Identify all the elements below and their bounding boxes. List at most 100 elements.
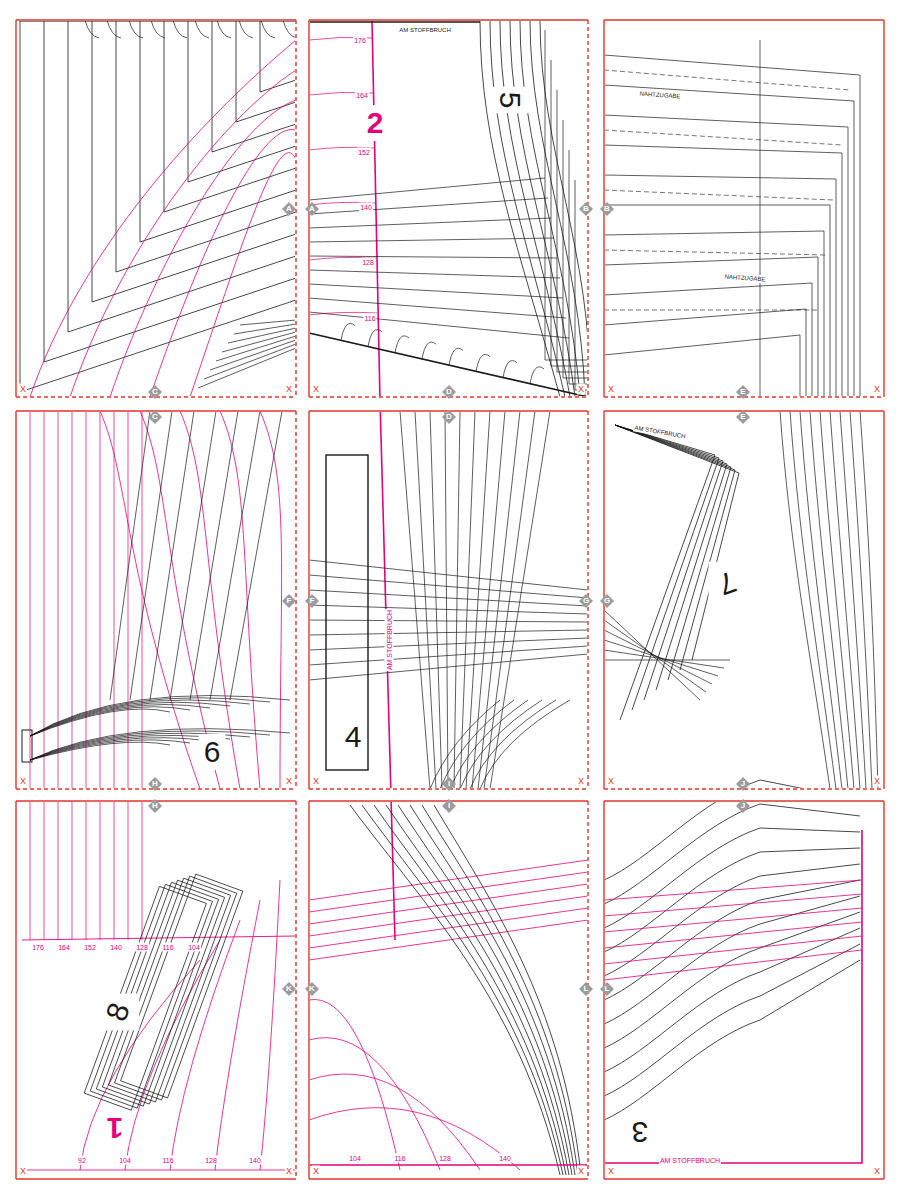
pattern-line (604, 894, 862, 916)
page-border (604, 19, 884, 20)
pattern-piece (121, 874, 243, 1098)
pattern-line (309, 575, 588, 598)
pattern-line (309, 238, 554, 242)
pattern-line (604, 175, 836, 397)
match-diamond (148, 777, 162, 791)
pattern-line (309, 333, 588, 397)
pattern-line (430, 411, 442, 789)
page-border (883, 20, 884, 397)
size-number: 104 (118, 1156, 132, 1165)
pattern-line (85, 20, 99, 38)
size-number: 116 (393, 1154, 406, 1163)
pattern-line (22, 1170, 296, 1171)
pattern-line (480, 700, 570, 789)
pattern-line (260, 880, 280, 1170)
pattern-line (510, 20, 575, 397)
pattern-line (212, 20, 296, 152)
pattern-line (228, 328, 296, 343)
page-border (295, 801, 296, 1179)
match-letter: I (447, 801, 451, 811)
size-number: 164 (355, 91, 369, 100)
pattern-line (309, 630, 588, 635)
pattern-line (530, 367, 544, 384)
match-diamond (282, 982, 296, 996)
pattern-note: NAHTZUGABE (638, 90, 681, 101)
pattern-line (604, 660, 730, 661)
pattern-line (30, 411, 31, 789)
pattern-line (341, 323, 355, 340)
pattern-line (188, 20, 296, 182)
pattern-line (368, 330, 382, 347)
pattern-line (484, 411, 535, 789)
size-number: 176 (31, 943, 45, 952)
pattern-line (604, 335, 800, 397)
pattern-line (374, 805, 566, 1175)
match-letter: E (739, 387, 746, 397)
pattern-line (362, 805, 563, 1175)
pattern-line (604, 640, 718, 676)
pattern-line (615, 425, 735, 670)
pattern-line (604, 231, 824, 397)
pattern-piece (326, 455, 368, 770)
pattern-line (309, 646, 588, 665)
pattern-note: AM STOFFBRUCH (659, 1156, 721, 1165)
pattern-line (260, 20, 296, 92)
match-diamond (579, 982, 593, 996)
pattern-line (615, 425, 727, 690)
match-diamond (736, 385, 750, 399)
corner-mark: X (312, 1166, 320, 1177)
label-patch (627, 1114, 654, 1150)
pattern-line (850, 411, 872, 789)
pattern-line (604, 804, 860, 904)
match-letter: D (445, 412, 453, 422)
pattern-line (72, 801, 73, 940)
corner-mark: X (577, 384, 585, 395)
pattern-line (309, 620, 588, 622)
match-diamond (305, 202, 319, 216)
size-number: 128 (204, 1156, 218, 1165)
pattern-line (615, 425, 723, 700)
pattern-line (398, 805, 572, 1175)
pattern-line (70, 70, 296, 397)
pattern-line (234, 324, 296, 334)
corner-mark: X (873, 1166, 881, 1177)
pattern-line (283, 20, 297, 38)
pattern-line (170, 920, 240, 1170)
size-number: 176 (353, 36, 367, 45)
pattern-line (110, 411, 150, 700)
pattern-line (309, 605, 588, 614)
pattern-line (460, 411, 475, 789)
page-border (295, 411, 296, 789)
pattern-line (204, 344, 296, 379)
pattern-line (615, 425, 739, 660)
pattern-line (604, 650, 724, 668)
pattern-line (434, 805, 581, 1175)
match-letter: K (285, 984, 293, 994)
pattern-line (604, 55, 860, 397)
piece-number: 8 (98, 995, 138, 1030)
match-diamond (282, 202, 296, 216)
pattern-line (195, 20, 209, 38)
pattern-line (86, 411, 87, 789)
pattern-line (604, 908, 862, 932)
match-marks (148, 202, 750, 996)
pattern-line (110, 100, 296, 397)
pattern-line (100, 801, 101, 940)
pattern-piece (115, 876, 237, 1100)
match-letter: B (603, 204, 611, 214)
label-patch (102, 1110, 129, 1146)
pattern-line (150, 411, 194, 700)
match-diamond (442, 385, 456, 399)
pattern-line (68, 20, 296, 332)
pattern-line (22, 936, 296, 940)
match-diamond (442, 799, 456, 813)
match-diamond (442, 410, 456, 424)
match-letter: A (308, 204, 316, 214)
pattern-line (190, 411, 238, 700)
match-letter: F (309, 596, 316, 606)
piece-number: 2 (363, 106, 388, 140)
pattern-line (440, 700, 514, 789)
corner-mark: X (312, 776, 320, 787)
